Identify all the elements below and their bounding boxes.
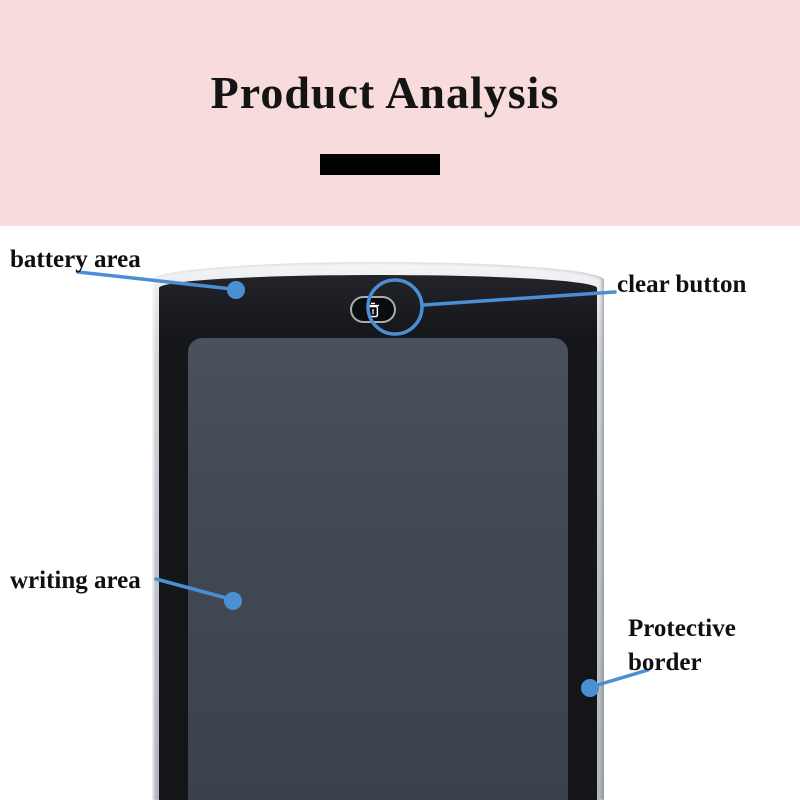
tablet-writing-screen [188, 338, 568, 800]
title-underline-bar [320, 154, 440, 175]
clear-button [350, 296, 396, 323]
header-band [0, 0, 800, 226]
tablet-frame [159, 275, 597, 800]
battery-area-label: battery area [10, 246, 141, 273]
protective-border-label: Protective border [628, 615, 736, 676]
clear-button-label: clear button [617, 271, 747, 298]
writing-area-label: writing area [10, 567, 141, 594]
trash-icon [366, 302, 380, 318]
page-title: Product Analysis [210, 67, 560, 118]
tablet-body [152, 262, 604, 800]
